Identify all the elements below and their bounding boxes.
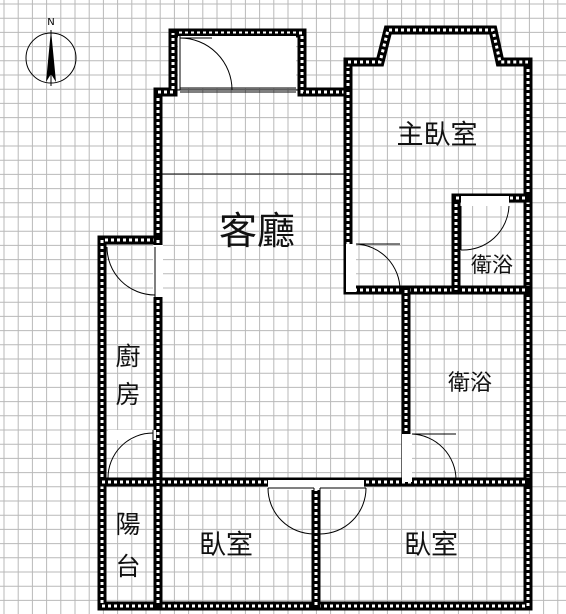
wall-hatch [348, 28, 528, 64]
ensuite-bath-label: 衛浴 [471, 253, 513, 277]
bedroom-left-label: 臥室 [199, 530, 253, 561]
walls [97, 25, 533, 611]
north-label: N [47, 17, 54, 28]
room-labels: 客廳 主臥室 衛浴 衛浴 廚 房 陽 台 臥室 臥室 [115, 120, 513, 581]
balcony-label-line2: 台 [115, 552, 140, 581]
wall-hatch [173, 31, 350, 94]
wall-hatch [158, 33, 175, 94]
living-room-label: 客廳 [219, 209, 295, 253]
kitchen-label-line2: 房 [115, 380, 140, 409]
master-bedroom-label: 主臥室 [397, 120, 478, 151]
compass: N [25, 17, 77, 86]
wall-hatch [100, 62, 530, 608]
openings [106, 33, 510, 535]
balcony-label-line1: 陽 [115, 510, 140, 539]
bathroom-label: 衛浴 [448, 371, 492, 396]
kitchen-label-line1: 廚 [115, 342, 140, 371]
bedroom-right-label: 臥室 [404, 530, 458, 561]
